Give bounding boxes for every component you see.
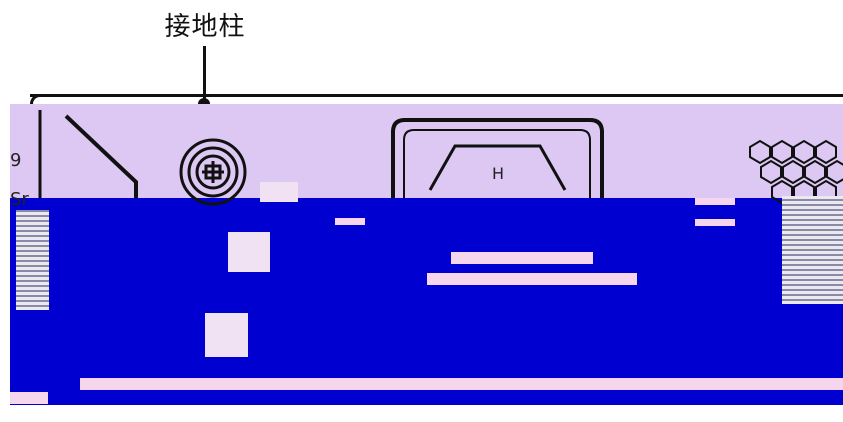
vent-hex-5 — [760, 159, 782, 185]
left-edge-digit: 9 — [10, 150, 22, 171]
left-panel-details — [38, 110, 138, 198]
grounding-post-screw-cross — [202, 161, 224, 183]
status-mark-upper — [228, 232, 270, 272]
connector-pin-highlight-wide — [427, 273, 637, 285]
chassis-top-outline — [30, 94, 843, 97]
power-connector-inner-frame — [403, 129, 591, 198]
vent-hex-2 — [771, 139, 793, 165]
middle-left-highlight — [335, 218, 365, 225]
right-upper-highlight — [695, 198, 735, 205]
power-connector-top-slot — [428, 144, 567, 191]
grounding-post-screw-head — [195, 154, 231, 190]
vent-hex-1 — [749, 139, 771, 165]
connector-pin-highlight — [451, 252, 593, 264]
left-diagonal-brace — [64, 114, 138, 198]
left-edge-code: Sr — [10, 189, 29, 210]
chassis-corner-outline — [30, 94, 47, 113]
grounding-connector-artifact — [260, 182, 298, 202]
grounding-post-outer-ring — [179, 138, 247, 206]
vent-hex-8 — [826, 159, 843, 185]
vent-hex-4 — [815, 139, 837, 165]
power-connector-outline — [391, 118, 604, 198]
power-connector-outer-frame — [391, 118, 604, 198]
vent-hex-7 — [804, 159, 826, 185]
left-white-margin — [0, 104, 10, 422]
left-highlight-strip — [10, 392, 48, 404]
right-vent-honeycomb — [749, 139, 843, 205]
grounding-post-leader-line — [203, 46, 206, 104]
vent-hex-3 — [793, 139, 815, 165]
status-mark-lower — [205, 313, 248, 357]
middle-right-highlight — [695, 219, 735, 226]
left-vent-grille — [16, 210, 49, 310]
bottom-white-margin — [0, 405, 843, 422]
grounding-post-callout-label: 接地柱 — [164, 12, 246, 42]
connector-mark-label: H — [492, 164, 505, 183]
grounding-post-icon — [179, 138, 247, 206]
vent-hex-6 — [782, 159, 804, 185]
grounding-post-inner-ring — [187, 146, 239, 198]
lower-highlight-strip — [80, 378, 843, 390]
right-vent-grille — [782, 196, 843, 304]
